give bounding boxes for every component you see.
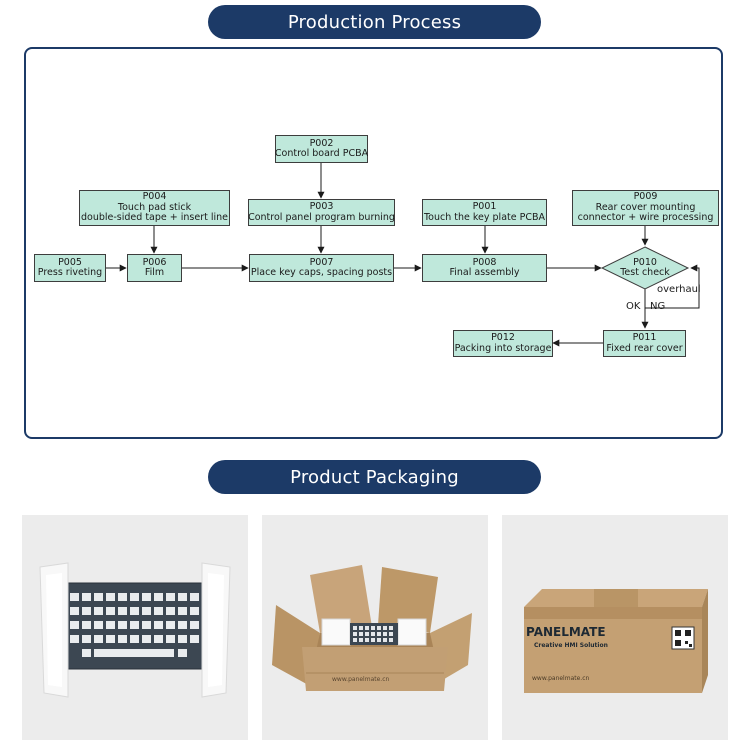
node-p003-code: P003 [309, 201, 334, 212]
node-p009-text-2: connector + wire processing [577, 212, 714, 224]
node-p010-text: Test check [620, 267, 670, 278]
node-p005-text: Press riveting [37, 267, 103, 278]
node-p012-code: P012 [491, 332, 515, 343]
packaging-photo-sealed-box: PANELMATE Creative HMI Solution www.pane… [502, 515, 728, 740]
node-p011-code: P011 [632, 332, 657, 343]
node-p005: P005 Press riveting [34, 254, 106, 282]
node-p008: P008 Final assembly [422, 254, 547, 282]
node-p001-code: P001 [472, 201, 497, 212]
node-p007: P007 Place key caps, spacing posts [249, 254, 394, 282]
sealed-box-illustration [524, 589, 708, 693]
label-ng: NG [650, 301, 666, 312]
node-p002-text: Control board PCBA [274, 148, 369, 159]
node-p007-text: Place key caps, spacing posts [250, 267, 393, 278]
node-p004-text-2: double-sided tape + insert line [81, 212, 228, 224]
node-p002-code: P002 [309, 137, 334, 149]
foam-keyboard-illustration [39, 562, 231, 698]
node-p009: P009 Rear cover mounting connector + wir… [572, 190, 719, 226]
node-p011: P011 Fixed rear cover [603, 330, 686, 357]
node-p006: P006 Film [127, 254, 182, 282]
packaging-photo-foam [22, 515, 248, 740]
node-p012: P012 Packing into storage [453, 330, 553, 357]
production-process-title: Production Process [287, 11, 462, 33]
node-p007-code: P007 [309, 256, 334, 268]
flowchart-connectors [106, 163, 700, 347]
flowchart-frame [24, 47, 723, 439]
node-p012-text: Packing into storage [454, 342, 552, 354]
node-p011-text: Fixed rear cover [606, 342, 683, 354]
label-overhaul: overhaul [657, 284, 701, 295]
label-ok: OK [626, 301, 641, 312]
node-p009-code: P009 [633, 191, 658, 203]
production-process-banner: Production Process [208, 5, 541, 39]
node-p004-code: P004 [142, 191, 167, 203]
sealed-box-tagline: Creative HMI Solution [534, 642, 608, 649]
node-p003: P003 Control panel program burning [248, 199, 395, 226]
node-p002: P002 Control board PCBA [275, 135, 368, 163]
node-p001: P001 Touch the key plate PCBA [422, 199, 547, 226]
product-packaging-banner: Product Packaging [208, 460, 541, 494]
sealed-box-brand: PANELMATE [526, 625, 606, 639]
node-p010-code: P010 [633, 256, 657, 268]
node-p004-text-1: Touch pad stick [117, 201, 192, 213]
node-p009-text-1: Rear cover mounting [595, 201, 696, 213]
node-p005-code: P005 [58, 256, 82, 268]
node-p008-code: P008 [472, 256, 497, 268]
node-p004: P004 Touch pad stick double-sided tape +… [79, 190, 230, 226]
product-packaging-title: Product Packaging [290, 466, 459, 488]
open-box-website: www.panelmate.cn [332, 676, 390, 683]
node-p008-text: Final assembly [449, 267, 520, 278]
node-p006-code: P006 [142, 256, 167, 268]
packaging-photo-open-box: www.panelmate.cn [262, 515, 488, 740]
sealed-box-website: www.panelmate.cn [532, 675, 590, 682]
node-p006-text: Film [144, 267, 165, 278]
node-p003-text: Control panel program burning [248, 211, 395, 223]
open-box-illustration [272, 565, 472, 691]
node-p010: P010 Test check [610, 257, 680, 279]
node-p001-text: Touch the key plate PCBA [423, 211, 545, 223]
p010-diamond [600, 246, 690, 290]
arrow-overhaul-loop [645, 264, 700, 309]
